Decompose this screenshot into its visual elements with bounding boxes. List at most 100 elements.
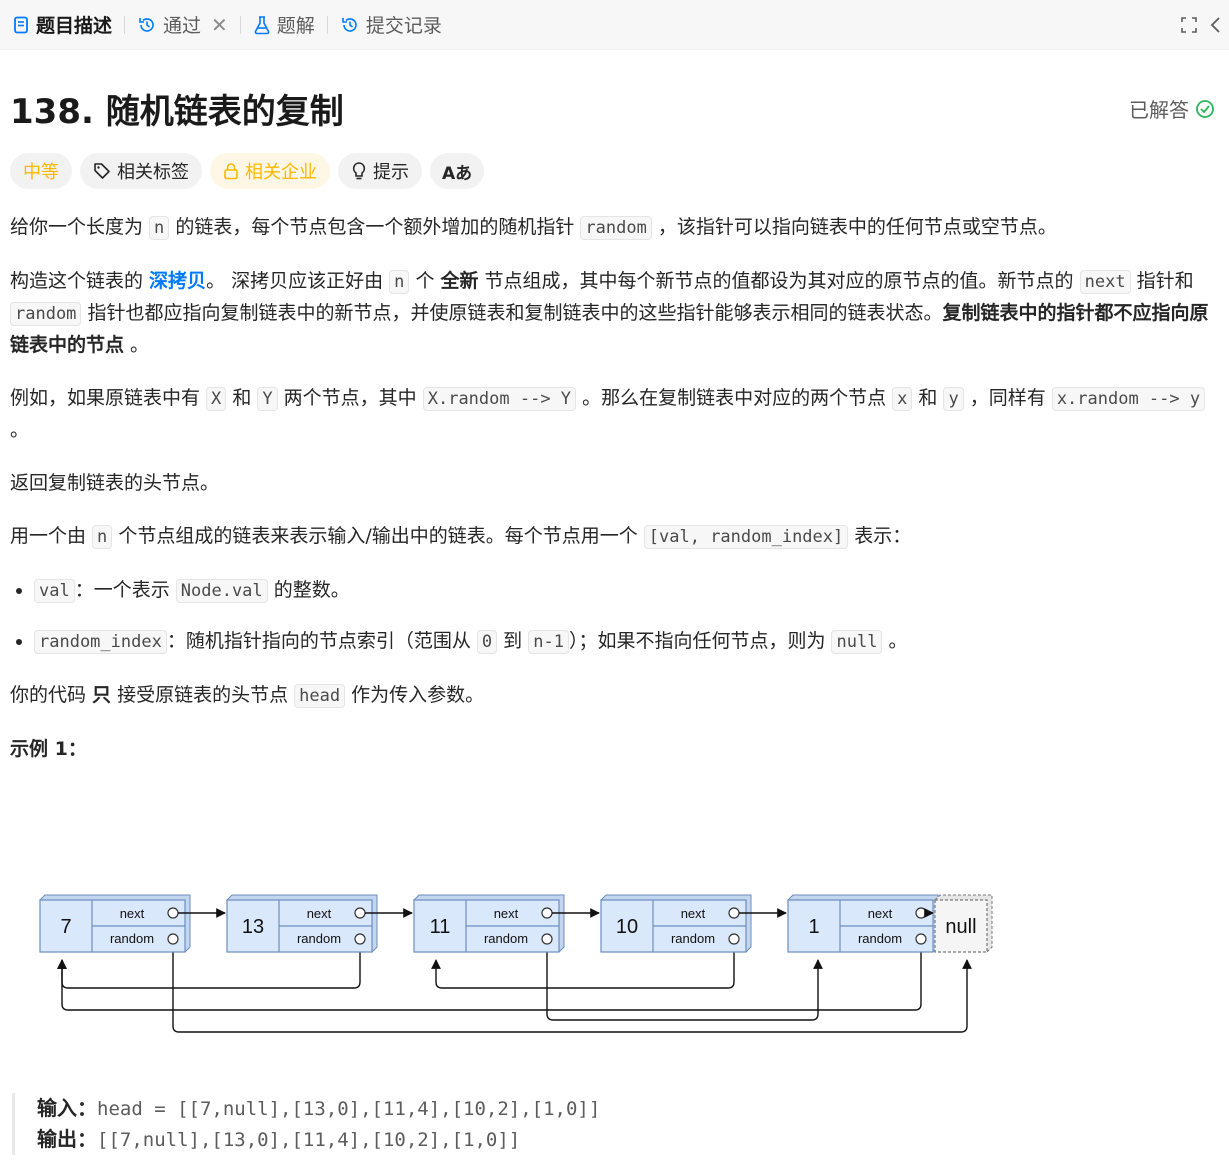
deep-copy-link[interactable]: 深拷贝 [149, 270, 207, 292]
fullscreen-icon[interactable] [1169, 0, 1209, 50]
solved-status: 已解答 [1129, 94, 1215, 123]
output-value: [[7,null],[13,0],[11,4],[10,2],[1,0]] [97, 1129, 521, 1151]
output-label: 输出： [37, 1127, 97, 1151]
list-node: 11 next random [413, 894, 600, 953]
inline-code: n [149, 216, 170, 240]
tab-bar: 题目描述 通过 ✕ 题解 提交记录 [0, 0, 1229, 50]
inline-code: n-1 [528, 630, 569, 654]
tab-accepted-label: 通过 [163, 15, 202, 37]
text: 两个节点，其中 [277, 387, 423, 409]
tab-solutions[interactable]: 题解 [247, 0, 321, 50]
inline-code: Node.val [175, 579, 268, 603]
text: 的整数。 [267, 579, 350, 601]
inline-code: x [892, 387, 913, 411]
related-tags-button[interactable]: 相关标签 [80, 153, 202, 189]
random-label: random [110, 931, 154, 946]
related-company-label: 相关企业 [245, 162, 317, 183]
text: 构造这个链表的 [10, 270, 150, 292]
description-icon [14, 16, 28, 33]
tab-divider [124, 15, 126, 34]
node-value: 10 [616, 916, 638, 938]
input-label: 输入： [37, 1096, 97, 1120]
description-paragraph: 用一个由 n 个节点组成的链表来表示输入/输出中的链表。每个节点用一个 [val… [10, 521, 1215, 553]
inline-code: X [206, 387, 227, 411]
flask-icon [254, 15, 270, 34]
tab-description[interactable]: 题目描述 [6, 0, 118, 50]
null-label: null [945, 916, 976, 938]
related-company-button[interactable]: 相关企业 [210, 153, 330, 189]
next-pointer-port [541, 907, 553, 919]
text: 指针也都应指向复制链表中的新节点，并使原链表和复制链表中的这些指针能够表示相同的… [81, 302, 943, 324]
random-arrow [546, 944, 823, 1021]
font-translate-button[interactable]: Aあ [430, 153, 485, 189]
text: ）；如果不指向任何节点，则为 [568, 630, 832, 652]
text: 的链表，每个节点包含一个额外增加的随机指针 [169, 216, 581, 238]
random-label: random [484, 931, 528, 946]
null-node: null [934, 894, 993, 953]
example-output: 输出：[[7,null],[13,0],[11,4],[10,2],[1,0]] [37, 1124, 600, 1155]
problem-title: 138. 随机链表的复制 [10, 92, 344, 132]
chevron-left-icon[interactable] [1209, 0, 1229, 50]
tag-badges: 中等 相关标签 相关企业 提示 Aあ [10, 153, 485, 189]
example-title: 示例 1： [10, 738, 87, 760]
solved-label: 已解答 [1129, 98, 1189, 122]
inline-code: Y [257, 387, 278, 411]
bold-text: 复制链表中的指针都不应指向原链表中的节点 [10, 302, 1209, 356]
text: ，该指针可以指向链表中的任何节点或空节点。 [651, 216, 1057, 238]
tab-submissions-label: 提交记录 [365, 15, 442, 37]
format-list: val：一个表示 Node.val 的整数。 random_index：随机指针… [10, 575, 1215, 658]
text: 个 [409, 270, 441, 292]
tab-divider [326, 15, 328, 34]
text: 到 [497, 630, 529, 652]
problem-description: 给你一个长度为 n 的链表，每个节点包含一个额外增加的随机指针 random ，… [10, 212, 1215, 787]
text: 节点组成，其中每个新节点的值都设为其对应的原节点的值。新节点的 [478, 270, 1080, 292]
inline-code: random_index [34, 630, 167, 654]
inline-code: n [92, 525, 113, 549]
random-pointer-port [728, 933, 740, 945]
random-arrow [57, 944, 922, 1011]
inline-code: X.random --> Y [422, 387, 577, 411]
inline-code: 0 [476, 630, 498, 654]
bold-text: 只 [92, 684, 112, 706]
node-value: 7 [60, 916, 71, 938]
random-pointer-links [57, 944, 972, 1033]
example-io: 输入：head = [[7,null],[13,0],[11,4],[10,2]… [12, 1093, 600, 1155]
text: 和 [226, 387, 258, 409]
history-icon [342, 17, 357, 32]
text: 例如，如果原链表中有 [10, 387, 207, 409]
node-value: 11 [430, 916, 451, 938]
text: 指针和 [1130, 270, 1194, 292]
hint-label: 提示 [373, 162, 409, 183]
random-pointer-port [915, 933, 927, 945]
description-paragraph: 例如，如果原链表中有 X 和 Y 两个节点，其中 X.random --> Y … [10, 383, 1215, 446]
hint-button[interactable]: 提示 [338, 153, 422, 189]
check-circle-icon [1196, 99, 1214, 118]
inline-code: y [943, 387, 964, 411]
close-icon[interactable]: ✕ [211, 12, 228, 37]
next-pointer-port [167, 907, 179, 919]
inline-code: head [294, 684, 346, 708]
tab-accepted[interactable]: 通过 ✕ [131, 0, 234, 50]
inline-code: null [831, 630, 883, 654]
inline-code: [val, random_index] [643, 525, 849, 549]
tab-description-label: 题目描述 [36, 15, 113, 37]
next-pointer-port [915, 907, 927, 919]
description-paragraph: 构造这个链表的 深拷贝。 深拷贝应该正好由 n 个 全新 节点组成，其中每个新节… [10, 266, 1215, 361]
inline-code: x.random --> y [1051, 387, 1206, 411]
node-value: 1 [808, 916, 819, 938]
text: 给你一个长度为 [10, 216, 150, 238]
text: 。 [124, 334, 150, 356]
tab-divider [239, 15, 241, 34]
null-box [934, 899, 988, 953]
text: 表示： [848, 525, 912, 547]
text: 和 [912, 387, 944, 409]
example-input: 输入：head = [[7,null],[13,0],[11,4],[10,2]… [37, 1093, 600, 1124]
list-item: val：一个表示 Node.val 的整数。 [34, 575, 1215, 607]
tab-submissions[interactable]: 提交记录 [334, 0, 448, 50]
next-label: next [494, 906, 519, 921]
text: 。 [10, 419, 30, 441]
